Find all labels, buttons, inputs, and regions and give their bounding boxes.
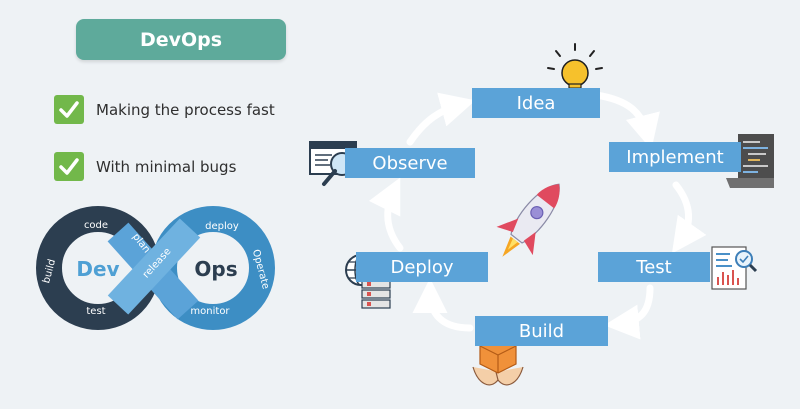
- step-observe: Observe: [345, 148, 475, 178]
- infinity-logo: Dev Ops code build test plan release dep…: [36, 206, 275, 330]
- checklist-label: With minimal bugs: [96, 157, 237, 176]
- label-deploy: deploy: [205, 221, 239, 232]
- step-implement: Implement: [609, 142, 741, 172]
- devops-title: DevOps: [76, 19, 286, 60]
- package-hands-icon: [472, 336, 524, 386]
- cycle-arrows: [368, 91, 707, 340]
- step-build: Build: [475, 316, 608, 346]
- step-deploy: Deploy: [356, 252, 488, 282]
- arrow-idea-implement: [592, 91, 660, 150]
- rocket-icon: [496, 183, 560, 257]
- dev-word: Dev: [76, 257, 119, 281]
- checkmark-icon: [54, 95, 84, 124]
- arrow-implement-test: [671, 181, 707, 254]
- label-code: code: [84, 220, 108, 231]
- arrow-observe-idea: [406, 92, 476, 146]
- step-idea: Idea: [472, 88, 600, 118]
- label-monitor: monitor: [190, 306, 230, 317]
- label-test: test: [86, 306, 105, 317]
- checklist-label: Making the process fast: [96, 100, 275, 119]
- checklist-item-bugs: With minimal bugs: [54, 152, 236, 181]
- report-magnifier-icon: [711, 246, 758, 290]
- step-test: Test: [598, 252, 710, 282]
- ops-word: Ops: [194, 257, 237, 281]
- checkmark-icon: [54, 152, 84, 181]
- arrow-build-deploy: [412, 278, 474, 332]
- infinity-cross-band-2: [107, 218, 201, 315]
- checklist-item-fast: Making the process fast: [54, 95, 275, 124]
- arrow-deploy-observe: [368, 177, 404, 252]
- arrow-test-build: [604, 284, 654, 340]
- code-listing-icon: [726, 134, 774, 188]
